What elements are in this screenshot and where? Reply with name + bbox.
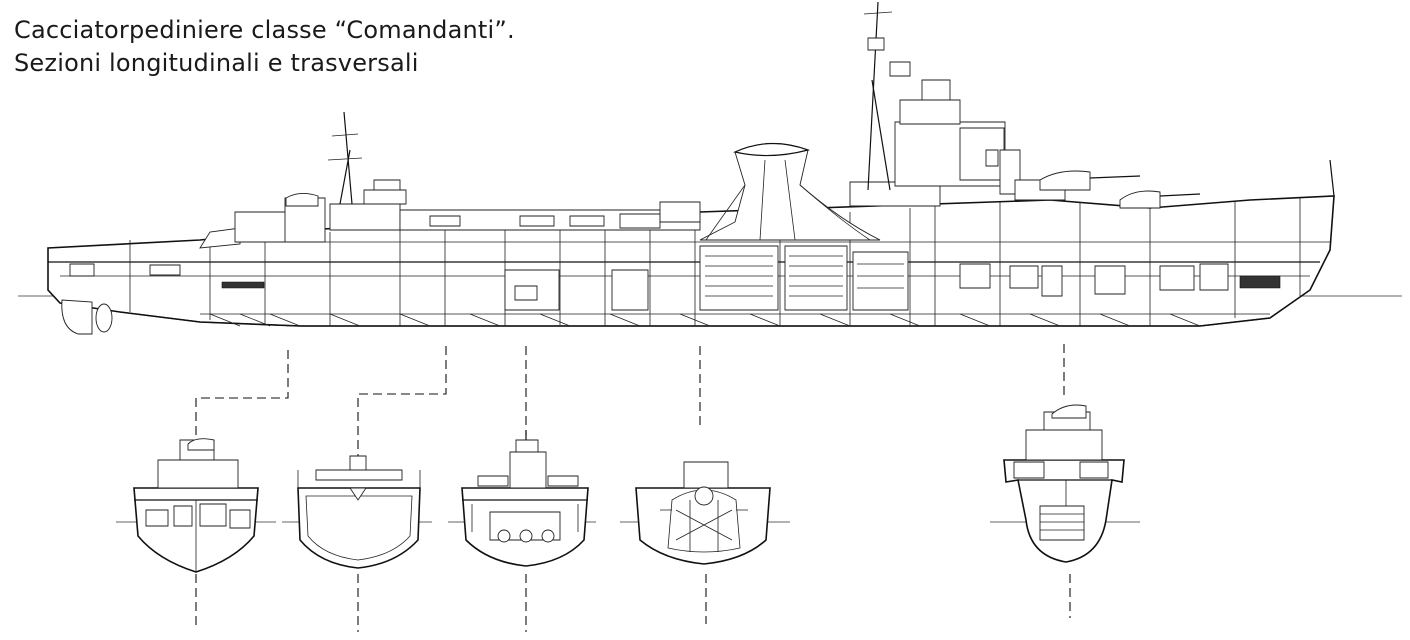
bridge (850, 80, 1065, 206)
fore-gun-turret-2 (1120, 191, 1160, 208)
section-4 (620, 462, 790, 564)
funnel (700, 143, 880, 240)
section-2 (282, 456, 432, 568)
ship-profile (18, 2, 1402, 334)
engine-room (505, 270, 648, 310)
aft-gun-turret (286, 193, 318, 206)
rudder-propeller (62, 300, 112, 334)
forward-guns (1040, 160, 1334, 208)
fore-gun-turret-1 (1040, 171, 1090, 190)
title-line-2: Sezioni longitudinali e trasversali (14, 49, 419, 77)
section-5 (990, 405, 1140, 562)
section-3 (448, 430, 596, 566)
boiler-room (700, 246, 908, 310)
fore-machinery (1240, 276, 1280, 288)
section-1 (116, 439, 276, 572)
aft-machinery (222, 282, 264, 288)
aft-superstructure (200, 180, 406, 248)
jackstaff (1330, 160, 1334, 196)
aft-mast (328, 112, 362, 204)
midships-deckhouse (400, 202, 700, 230)
compartments (70, 264, 1228, 296)
page-title: Cacciatorpediniere classe “Comandanti”. … (14, 14, 515, 80)
fore-mast (864, 2, 910, 190)
section-lines (196, 344, 1070, 632)
title-line-1: Cacciatorpediniere classe “Comandanti”. (14, 16, 515, 44)
